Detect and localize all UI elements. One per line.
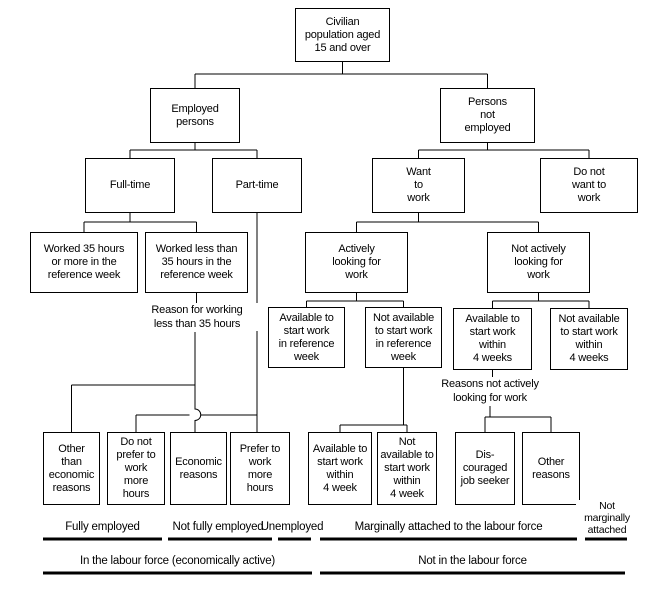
node-do-not-prefer-more-hours: Do not prefer to work more hours: [107, 432, 165, 505]
connector-avail-4weeks-chain: [484, 370, 552, 432]
node-part-time: Part-time: [212, 158, 302, 213]
node-do-not-want-to-work: Do not want to work: [540, 158, 638, 213]
connector-not-avail-ref-split: [339, 368, 408, 432]
node-other-than-economic-reasons: Other than economic reasons: [43, 432, 100, 505]
connector-lt35-chain: [71, 293, 202, 432]
node-other-reasons: Other reasons: [522, 432, 580, 505]
node-not-actively-looking-for-work: Not actively looking for work: [487, 232, 590, 293]
connector-want-work-split: [356, 213, 539, 232]
connector-not-employed-split: [418, 143, 590, 158]
node-worked-35-hours-or-more: Worked 35 hours or more in the reference…: [30, 232, 138, 293]
node-not-available-within-4-week: Not available to start work within 4 wee…: [377, 432, 437, 505]
node-employed-persons: Employed persons: [150, 88, 240, 143]
node-worked-less-than-35-hours: Worked less than 35 hours in the referen…: [145, 232, 248, 293]
category-unemployed: Unemployed: [260, 521, 324, 533]
node-prefer-more-hours: Prefer to work more hours: [230, 432, 290, 505]
category-bracket-lines: [43, 537, 627, 575]
node-full-time: Full-time: [85, 158, 175, 213]
node-not-available-reference-week: Not available to start work in reference…: [365, 307, 442, 368]
category-not-in-labour-force: Not in the labour force: [418, 555, 527, 567]
connector-employed-split: [129, 143, 258, 158]
category-fully-employed: Fully employed: [65, 521, 140, 533]
node-economic-reasons: Economic reasons: [170, 432, 227, 505]
node-available-within-4-week: Available to start work within 4 week: [308, 432, 372, 505]
connector-not-actively-split: [492, 293, 590, 308]
category-marginally-attached: Marginally attached to the labour force: [354, 521, 543, 533]
category-not-fully-employed: Not fully employed: [172, 521, 264, 533]
label-reasons-not-actively-looking: Reasons not actively looking for work: [420, 377, 560, 405]
node-persons-not-employed: Persons not employed: [440, 88, 535, 143]
node-not-available-within-4-weeks: Not available to start work within 4 wee…: [550, 308, 628, 370]
label-not-marginally-attached: Not marginally attached: [576, 500, 638, 536]
category-in-labour-force: In the labour force (economically active…: [79, 555, 276, 567]
node-want-to-work: Want to work: [372, 158, 465, 213]
connector-civilian-split: [194, 62, 488, 88]
connector-actively-split: [306, 293, 404, 307]
node-available-reference-week: Available to start work in reference wee…: [268, 307, 345, 368]
node-available-within-4-weeks: Available to start work within 4 weeks: [453, 308, 532, 370]
connector-fulltime-split: [83, 213, 197, 232]
node-discouraged-job-seeker: Dis- couraged job seeker: [455, 432, 515, 505]
node-actively-looking-for-work: Actively looking for work: [305, 232, 408, 293]
label-reason-working-less-35: Reason for working less than 35 hours: [133, 303, 261, 331]
node-civilian-population: Civilian population aged 15 and over: [295, 8, 390, 62]
